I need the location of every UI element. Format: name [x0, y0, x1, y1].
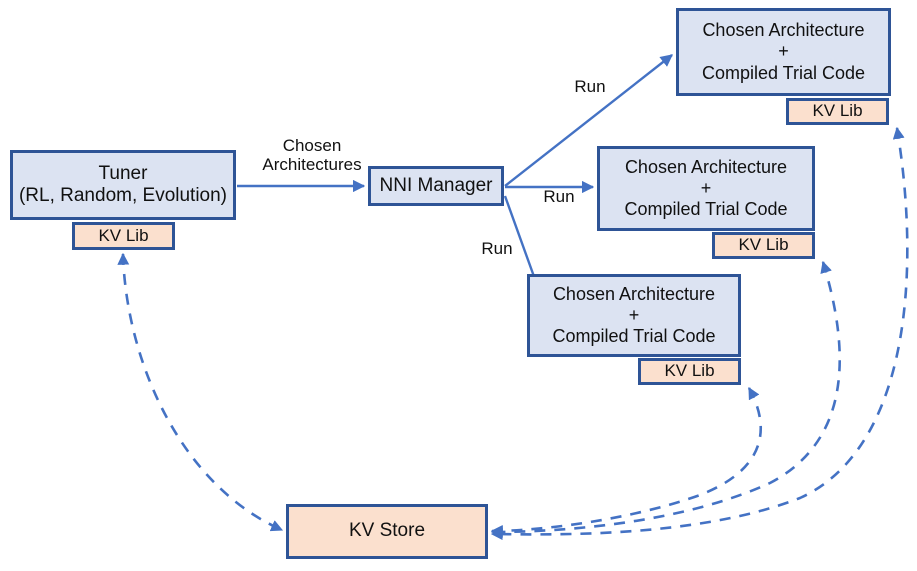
- edge-label-run-top: Run: [574, 77, 606, 96]
- node-trial-mid[interactable]: Chosen Architecture + Compiled Trial Cod…: [597, 146, 815, 231]
- edge-label-run-mid: Run: [543, 187, 575, 206]
- edge-label-chosen-architectures: Chosen Architectures: [262, 136, 362, 175]
- node-kv-store[interactable]: KV Store: [286, 504, 488, 559]
- node-trial-mid-kv-lib[interactable]: KV Lib: [712, 232, 815, 259]
- node-tuner[interactable]: Tuner (RL, Random, Evolution): [10, 150, 236, 220]
- node-nni-manager[interactable]: NNI Manager: [368, 166, 504, 206]
- edge-kvstore-to-tuner-kvlib: [117, 252, 284, 532]
- edge-label-run-bottom: Run: [481, 239, 513, 258]
- node-trial-bottom-kv-lib[interactable]: KV Lib: [638, 358, 741, 385]
- node-trial-bottom[interactable]: Chosen Architecture + Compiled Trial Cod…: [527, 274, 741, 357]
- node-trial-top[interactable]: Chosen Architecture + Compiled Trial Cod…: [676, 8, 891, 96]
- edge-kvstore-to-trial-bot-kvlib: [490, 386, 762, 537]
- node-tuner-kv-lib[interactable]: KV Lib: [72, 222, 175, 250]
- node-trial-top-kv-lib[interactable]: KV Lib: [786, 98, 889, 125]
